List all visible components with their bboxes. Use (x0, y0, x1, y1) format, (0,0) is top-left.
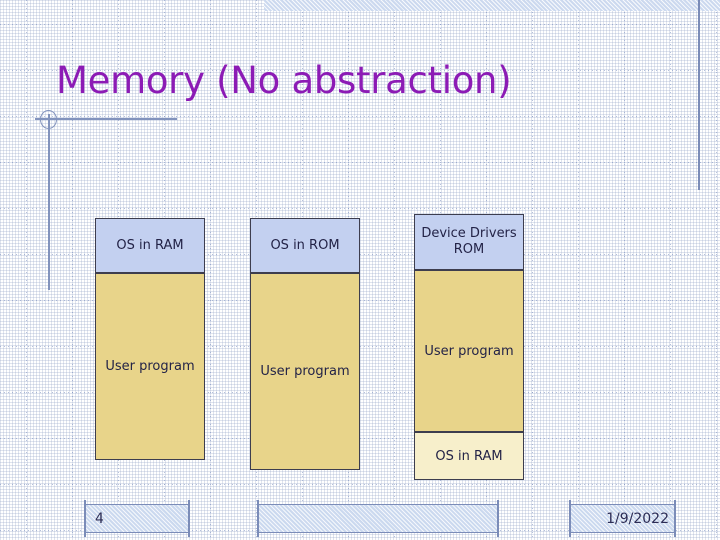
segment-label: OS in RAM (116, 238, 184, 253)
segment-os-in-rom-b: OS in ROM (250, 218, 360, 273)
circle-icon (40, 110, 57, 129)
right-accent-rule (698, 0, 700, 190)
top-accent-band (264, 0, 720, 11)
page-title: Memory (No abstraction) (56, 59, 512, 102)
segment-label: User program (424, 343, 514, 359)
segment-os-in-ram-c: OS in RAM (414, 432, 524, 480)
segment-label: User program (105, 359, 195, 374)
segment-label: OS in ROM (270, 238, 340, 253)
footer-center-placeholder[interactable] (257, 500, 499, 537)
footer-date[interactable]: 1/9/2022 (569, 500, 676, 537)
segment-label: User program (260, 364, 350, 379)
footer-date-text: 1/9/2022 (606, 510, 669, 527)
segment-label: OS in RAM (435, 448, 503, 464)
segment-user-program-c: User program (414, 270, 524, 432)
footer-slide-number-text: 4 (95, 510, 104, 527)
segment-user-program-a: User program (95, 273, 205, 460)
segment-device-drivers-rom-c: Device Drivers ROM (414, 214, 524, 270)
title-underline-vertical (48, 114, 50, 290)
segment-user-program-b: User program (250, 273, 360, 470)
footer-slide-number[interactable]: 4 (84, 500, 190, 537)
segment-os-in-ram-a: OS in RAM (95, 218, 205, 273)
title-underline-horizontal (35, 118, 177, 120)
segment-label: Device Drivers ROM (421, 226, 517, 257)
